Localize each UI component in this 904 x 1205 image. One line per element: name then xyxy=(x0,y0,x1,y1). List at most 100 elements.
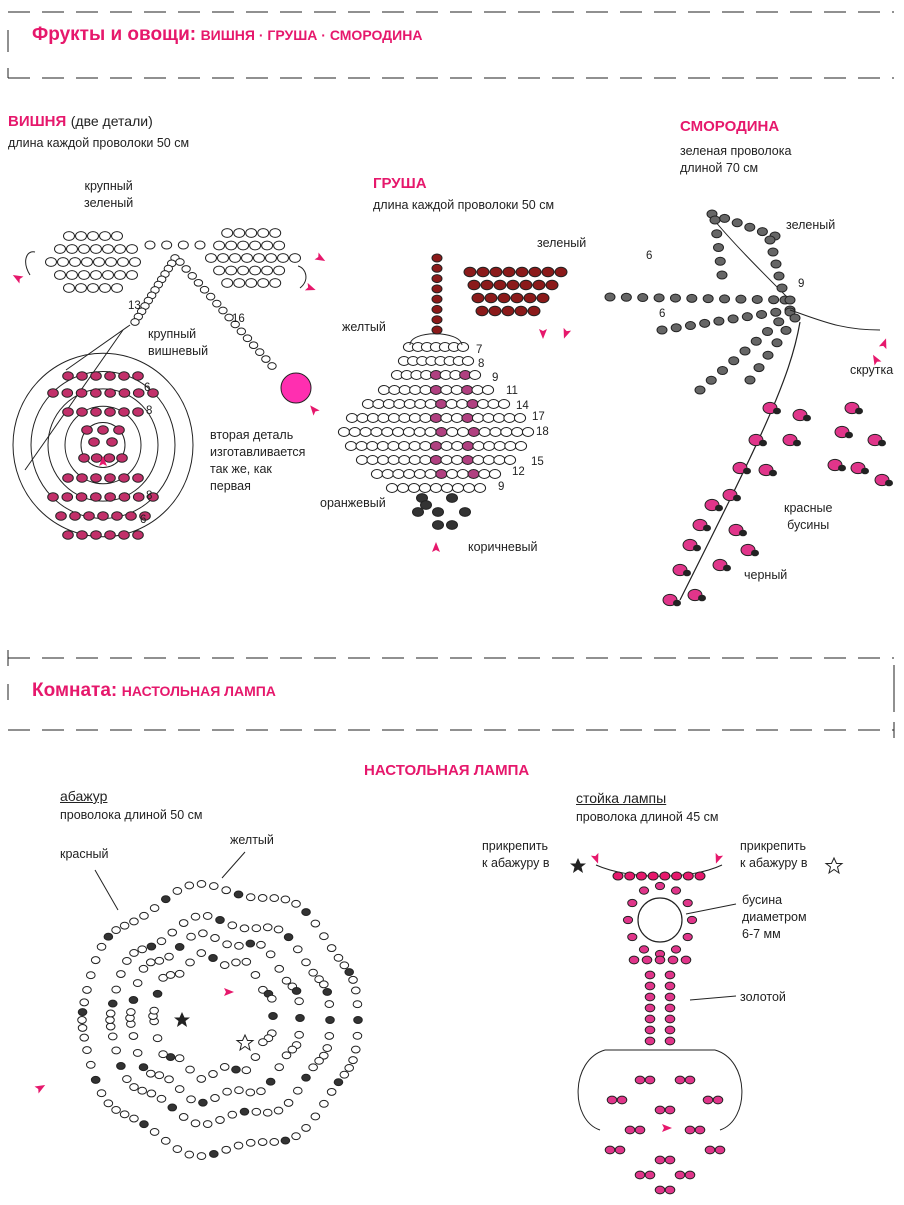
cherry-bead xyxy=(98,426,109,434)
shade-bead xyxy=(165,953,174,960)
currant-bead xyxy=(742,313,752,321)
currant-bead xyxy=(757,228,767,236)
pear-bead xyxy=(446,400,457,409)
stand-bead xyxy=(685,1076,695,1084)
cherry-bead xyxy=(133,389,144,397)
pear-bead xyxy=(484,442,495,451)
pear-bead xyxy=(504,414,515,423)
shade-bead xyxy=(232,1066,241,1073)
shade-bead xyxy=(340,1071,349,1078)
pear-bead xyxy=(410,386,421,395)
shade-bead xyxy=(296,1015,305,1022)
wire xyxy=(25,330,123,470)
cherry-bead xyxy=(104,454,115,462)
arrow-icon xyxy=(11,272,24,284)
shade-bead xyxy=(120,922,129,929)
shade-bead xyxy=(334,954,343,961)
black-tip xyxy=(794,440,801,446)
shade-bead xyxy=(123,958,132,965)
stand-bead xyxy=(695,1126,705,1134)
leaf-bead xyxy=(274,241,285,250)
shade-bead xyxy=(191,1120,200,1127)
leaf-bead xyxy=(515,306,527,316)
leaf-bead xyxy=(234,279,245,288)
cherry-count-6-top: 6 xyxy=(144,382,150,394)
stand-bead xyxy=(687,916,696,923)
cherry-bead xyxy=(114,426,125,434)
shade-bead xyxy=(216,917,225,924)
leaf-bead xyxy=(103,271,114,280)
pear-bead xyxy=(474,484,485,493)
currant-wire: зеленая проволока длиной 70 см xyxy=(680,143,791,177)
stand-bead xyxy=(665,1106,675,1114)
shade-bead xyxy=(133,1049,142,1056)
wire xyxy=(790,310,880,330)
shade-bead xyxy=(220,962,229,969)
shade-bead xyxy=(281,1137,290,1144)
shade-bead xyxy=(78,1017,87,1024)
shade-bead xyxy=(246,894,255,901)
shade-bead xyxy=(197,880,206,887)
currant-bead xyxy=(714,317,724,325)
currant-bead xyxy=(765,236,775,244)
shade-bead xyxy=(210,883,219,890)
pear-bead xyxy=(399,442,410,451)
black-tip xyxy=(886,480,893,486)
currant-bead xyxy=(745,376,755,384)
pear-bead xyxy=(462,442,473,451)
cherry-bead xyxy=(77,474,88,482)
stand-bead xyxy=(628,933,637,940)
cherry-bead xyxy=(63,474,74,482)
shade-bead xyxy=(129,1033,138,1040)
wire xyxy=(578,1050,742,1130)
shade-bead xyxy=(349,1057,358,1064)
pear-bead xyxy=(512,428,523,437)
cherry-bead xyxy=(117,454,128,462)
leaf-bead xyxy=(464,267,476,277)
shade-bead xyxy=(334,1079,343,1086)
pear-bead xyxy=(425,470,436,479)
currant-bead xyxy=(754,364,764,372)
pear-bead xyxy=(367,442,378,451)
cherry-bead xyxy=(105,389,116,397)
black-tip xyxy=(752,550,759,556)
stem-bead xyxy=(432,254,442,262)
star-outline-icon xyxy=(826,858,842,873)
cherry-bead xyxy=(76,493,87,501)
shade-bead xyxy=(106,1017,115,1024)
pear-bead xyxy=(414,470,425,479)
pear-wire: длина каждой проволоки 50 см xyxy=(373,198,554,212)
leaf-bead xyxy=(254,254,265,263)
shade-bead xyxy=(251,972,260,979)
black-tip xyxy=(740,530,747,536)
pear-bead xyxy=(452,456,463,465)
stem-bead xyxy=(200,286,208,293)
leaf-bead xyxy=(112,284,123,293)
shade-bead xyxy=(251,1054,260,1061)
line-pointer xyxy=(222,852,245,878)
pear-bead xyxy=(409,442,420,451)
cherry-bead xyxy=(63,372,74,380)
leaf-bead xyxy=(64,232,75,241)
cherry-note: (две детали) xyxy=(71,113,153,129)
shade-bead xyxy=(199,1099,208,1106)
cherry-bead-label: крупный вишневый xyxy=(148,326,208,360)
pear-bead xyxy=(378,414,389,423)
pear-bead xyxy=(441,442,452,451)
currant-bead xyxy=(752,295,762,303)
leaf-bead xyxy=(270,229,281,238)
shade-bead xyxy=(235,1087,244,1094)
arrow-icon xyxy=(560,328,571,340)
line-pointer xyxy=(686,904,736,914)
pear-bead xyxy=(360,428,371,437)
shade-bead xyxy=(153,1035,162,1042)
shade-bead xyxy=(150,1128,159,1135)
black-tip xyxy=(716,505,723,511)
shade-bead xyxy=(295,1031,304,1038)
pear-bead xyxy=(356,456,367,465)
black-tip xyxy=(770,470,777,476)
stand-bead xyxy=(671,946,680,953)
stand-bead xyxy=(645,993,655,1001)
pear-bead xyxy=(430,442,441,451)
shade-bead xyxy=(327,945,336,952)
